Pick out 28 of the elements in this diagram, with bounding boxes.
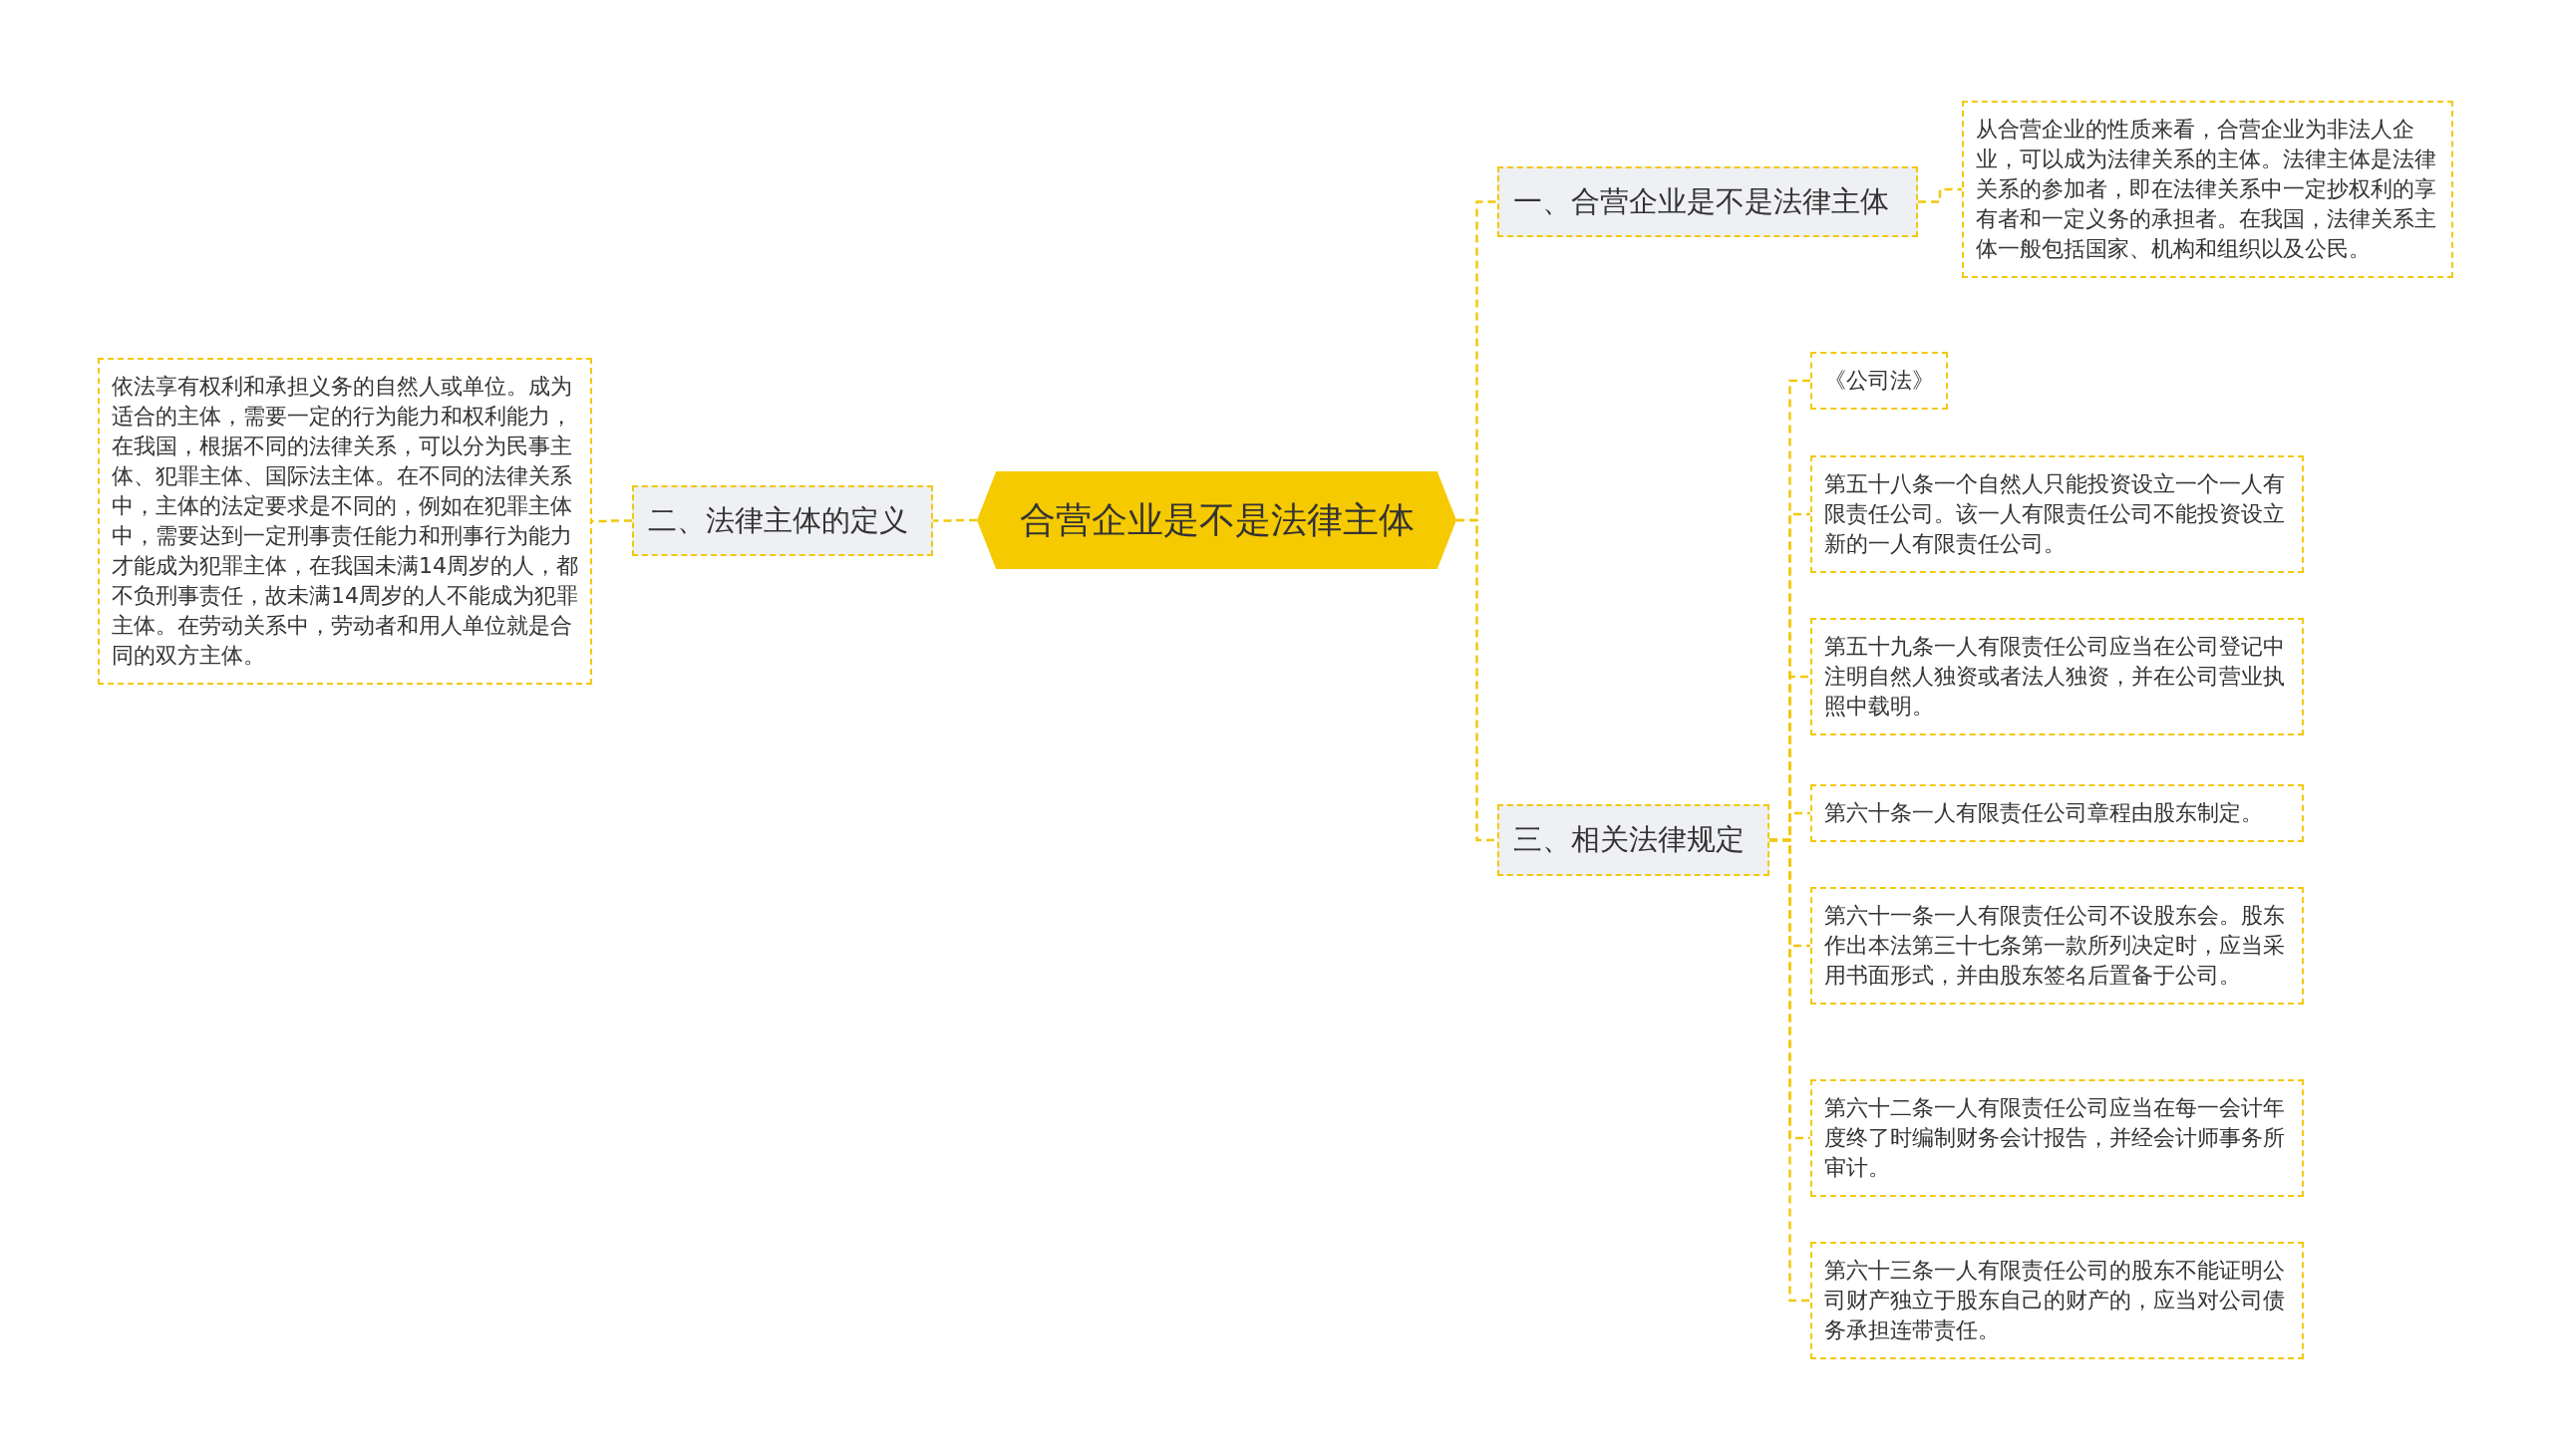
note-box bbox=[1962, 101, 2453, 278]
note-text: 依法享有权利和承担义务的自然人或单位。成为适合的主体，需要一定的行为能力和权利能力，在我国，根据不同的法律关系，可以分为民事主体、犯罪主体、国际法主体。在不同的法律关系中，主体的法定要求是不同的，例如在犯罪主体中，需要达到一定刑事责任能力和刑事行为能力才能成为犯罪主体，在我国未满14周岁的人，都不负刑事责任，故未满14周岁的人不能成为犯罪主体。在劳动关系中，劳动者和用人单位就是合同的双方主体。 bbox=[112, 373, 578, 670]
note-box bbox=[1810, 455, 2304, 573]
topic-box bbox=[1497, 166, 1918, 237]
note-text: 第六十条一人有限责任公司章程由股东制定。 bbox=[1824, 799, 2264, 827]
note-text: 从合营企业的性质来看，合营企业为非法人企业，可以成为法律关系的主体。法律主体是法律关系的参加者，即在法律关系中一定抄权利的享有者和一定义务的承担者。在我国，法律关系主体一般包括国家、机构和组织以及公民。 bbox=[1976, 116, 2437, 263]
connector bbox=[1456, 518, 1497, 842]
note-text: 第六十三条一人有限责任公司的股东不能证明公司财产独立于股东自己的财产的，应当对公司债务承担连带责任。 bbox=[1824, 1257, 2286, 1344]
topic-box bbox=[632, 485, 933, 556]
connector bbox=[933, 518, 977, 522]
note-box bbox=[1810, 352, 1948, 410]
note-text: 《公司法》 bbox=[1824, 367, 1934, 395]
note-text: 第六十二条一人有限责任公司应当在每一会计年度终了时编制财务会计报告，并经会计师事务所审计。 bbox=[1824, 1094, 2286, 1182]
note-box bbox=[1810, 1242, 2304, 1359]
title-text: 合营企业是不是法律主体 bbox=[1019, 497, 1415, 542]
note-box bbox=[1810, 887, 2304, 1005]
note-text: 第六十一条一人有限责任公司不设股东会。股东作出本法第三十七条第一款所列决定时，应当采用书面形式，并由股东签名后置备于公司。 bbox=[1824, 902, 2286, 990]
note-box bbox=[1810, 618, 2304, 735]
note-text: 第五十八条一个自然人只能投资设立一个一人有限责任公司。该一人有限责任公司不能投资设立新的一人有限责任公司。 bbox=[1824, 470, 2286, 558]
topic-label: 一、合营企业是不是法律主体 bbox=[1513, 182, 1889, 220]
connector bbox=[1769, 838, 1810, 1303]
note-box bbox=[1810, 1079, 2304, 1197]
topic-label: 三、相关法律规定 bbox=[1513, 821, 1745, 858]
note-text: 第五十九条一人有限责任公司应当在公司登记中注明自然人独资或者法人独资，并在公司营业执照中载明。 bbox=[1824, 633, 2286, 721]
note-box bbox=[1810, 784, 2304, 842]
connector bbox=[1918, 187, 1962, 203]
topic-box bbox=[1497, 804, 1769, 876]
topic-label: 二、法律主体的定义 bbox=[648, 501, 908, 539]
